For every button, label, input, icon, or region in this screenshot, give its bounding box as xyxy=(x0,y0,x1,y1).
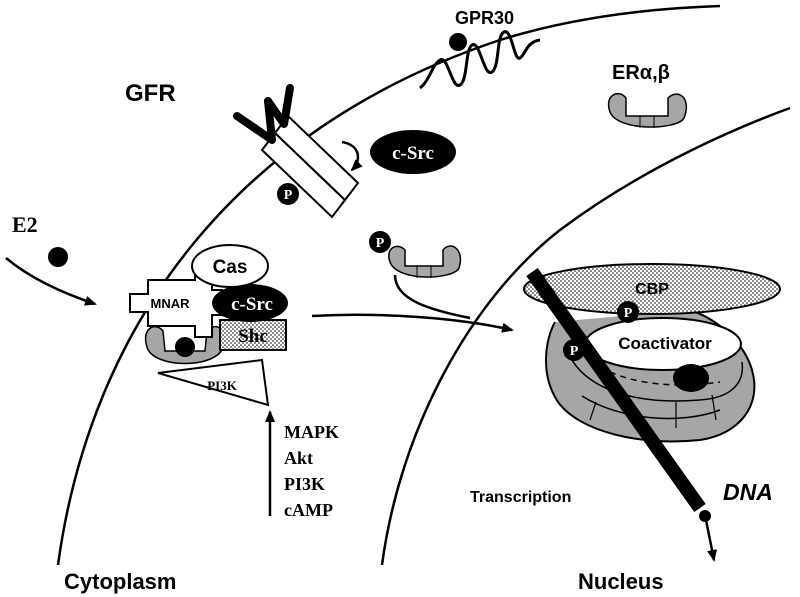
mnar-label: MNAR xyxy=(151,296,191,311)
transcription-label: Transcription xyxy=(470,489,571,506)
phospho-coactivator-label: P xyxy=(624,306,633,321)
pi3k-triangle xyxy=(157,358,270,407)
csrc-top xyxy=(370,130,456,174)
e2-entry-arrow xyxy=(5,257,97,306)
signal-pi3k: PI3K xyxy=(284,474,325,494)
complex-csrc-label: c-Src xyxy=(231,294,273,315)
er-translocation-arrow xyxy=(393,274,471,320)
transcription-arrow-stem xyxy=(704,519,717,562)
e2-ligand xyxy=(48,247,68,267)
er-receptor-phosphorylated xyxy=(388,245,462,278)
phospho-nuclear-er-label: P xyxy=(570,344,579,359)
signal-camp: cAMP xyxy=(284,500,333,520)
gpr30-label: GPR30 xyxy=(455,8,514,28)
signal-to-nucleus-arrow xyxy=(311,313,514,333)
signal-akt: Akt xyxy=(284,448,313,468)
phospho-nuclear-er: P xyxy=(563,339,585,361)
cbp-ellipse xyxy=(523,263,781,315)
phospho-er-label: P xyxy=(376,236,385,251)
cbp-label: CBP xyxy=(635,281,669,298)
dna-strand xyxy=(526,267,706,513)
shc-label: Shc xyxy=(238,326,268,347)
phospho-gfr-label: P xyxy=(284,188,293,203)
complex-csrc xyxy=(212,284,288,322)
pi3k-complex-label: PI3K xyxy=(207,378,238,393)
nucleus-label: Nucleus xyxy=(578,569,664,594)
shc-box xyxy=(219,319,287,351)
gpr30-receptor xyxy=(418,30,541,90)
gfr-receptor xyxy=(233,84,363,219)
er-receptor-free xyxy=(607,92,688,128)
signal-mapk: MAPK xyxy=(284,422,339,442)
phospho-coactivator: P xyxy=(617,301,639,323)
cytoplasm-label: Cytoplasm xyxy=(64,569,176,594)
er-ligand-nuclear xyxy=(673,364,709,392)
cas-ellipse xyxy=(191,244,269,288)
phospho-gfr: P xyxy=(277,183,299,205)
gfr-curved-arrow xyxy=(341,140,363,172)
gpr30-ligand xyxy=(449,33,467,51)
complex-e2-ligand xyxy=(175,337,195,357)
phospho-er: P xyxy=(369,231,391,253)
csrc-top-label: c-Src xyxy=(392,143,434,164)
nuclear-membrane xyxy=(380,106,791,566)
e2-label: E2 xyxy=(12,212,38,237)
cas-label: Cas xyxy=(213,257,248,278)
gfr-label: GFR xyxy=(125,80,176,107)
dna-label: DNA xyxy=(723,479,773,505)
er-label: ERα,β xyxy=(612,62,670,84)
transcription-start xyxy=(699,510,711,522)
coactivator-label: Coactivator xyxy=(618,334,712,353)
cell-membrane xyxy=(56,4,721,566)
